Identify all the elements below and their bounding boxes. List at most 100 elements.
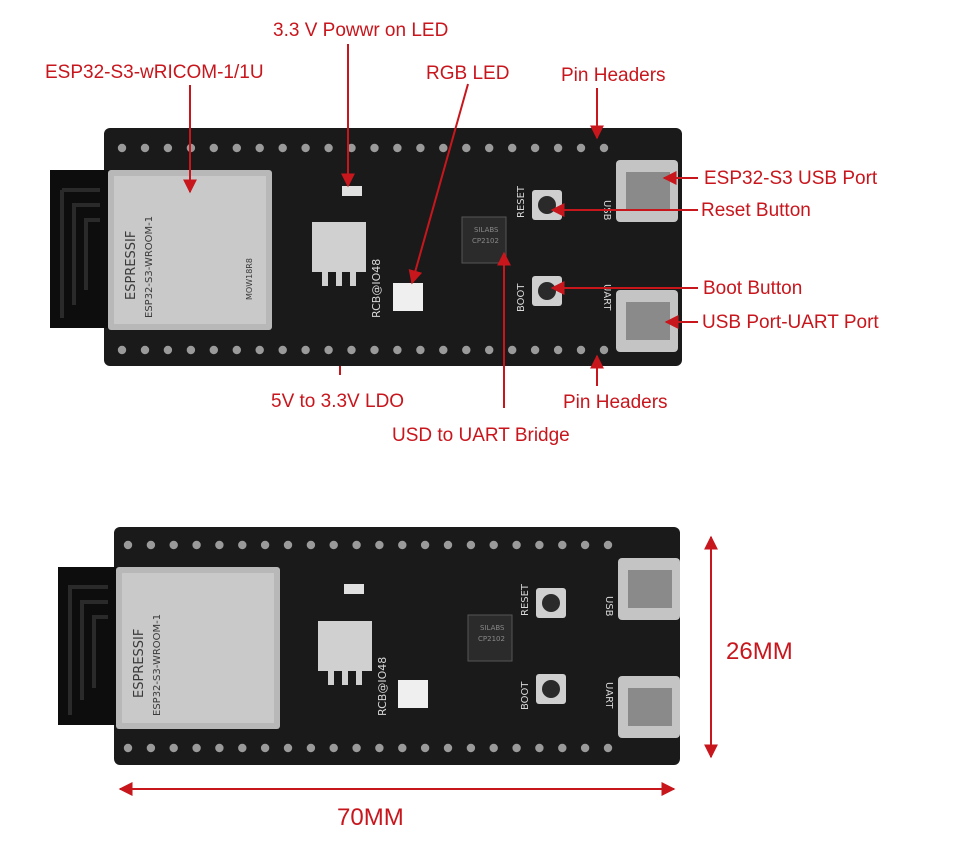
ldo-regulator-top: [312, 222, 366, 272]
header-pin: [283, 540, 293, 550]
header-pin: [576, 345, 586, 355]
header-pin: [558, 540, 567, 550]
usb-silk-text-2: USB: [603, 596, 614, 617]
ldo-regulator-bottom: [318, 621, 372, 671]
header-pin: [375, 540, 384, 550]
header-pin: [370, 143, 379, 153]
header-pin: [117, 143, 127, 153]
header-pin: [553, 345, 563, 355]
module-model-text-2: ESP32-S3-WROOM-1: [152, 614, 163, 716]
label-uart-port: USB Port-UART Port: [702, 312, 879, 333]
header-pin: [439, 345, 448, 355]
header-pin: [260, 540, 270, 550]
rgb-led-bottom: [398, 680, 428, 708]
usb-uart-bridge-chip-bottom: [467, 614, 513, 662]
header-pin: [508, 143, 517, 153]
header-pin: [278, 345, 287, 355]
header-pin: [416, 345, 425, 355]
header-pin: [462, 345, 471, 355]
header-pin: [439, 143, 448, 153]
header-pin: [420, 743, 430, 753]
header-pin: [535, 743, 544, 753]
header-pin: [163, 143, 173, 153]
chip-brand-text-2: SILABS: [480, 624, 505, 632]
header-pin: [580, 743, 590, 753]
header-pin: [443, 540, 453, 550]
header-pin: [352, 743, 361, 753]
header-pin: [260, 743, 270, 753]
header-pin: [489, 540, 498, 550]
header-pin: [462, 143, 471, 153]
header-pin: [301, 143, 310, 153]
header-pin: [255, 143, 264, 153]
header-pin: [140, 345, 150, 355]
header-pin: [306, 743, 316, 753]
header-pin: [512, 540, 521, 550]
header-pin: [324, 143, 333, 153]
label-power-led: 3.3 V Powwr on LED: [273, 20, 449, 41]
header-pin: [352, 540, 361, 550]
header-pin: [553, 143, 563, 153]
header-pin: [393, 345, 402, 355]
header-pin: [140, 143, 150, 153]
header-pin: [508, 345, 517, 355]
header-pin: [535, 540, 544, 550]
pin-header-row-bottom-lower: [123, 743, 613, 753]
header-pin: [443, 743, 453, 753]
header-pin: [398, 540, 407, 550]
header-pin: [186, 345, 196, 355]
header-pin: [398, 743, 407, 753]
header-pin: [416, 143, 425, 153]
header-pin: [192, 540, 201, 550]
antenna-trace-top: [60, 188, 100, 318]
header-pin: [530, 143, 540, 153]
reset-silk-text-2: RESET: [520, 583, 531, 616]
header-pin: [232, 143, 241, 153]
header-pin: [485, 143, 494, 153]
header-pin: [209, 143, 218, 153]
pin-header-row-bottom-upper: [123, 540, 613, 550]
header-pin: [466, 540, 476, 550]
label-reset-button: Reset Button: [701, 200, 811, 221]
chip-model-text-2: CP2102: [478, 635, 505, 643]
module-id-text: MOW18R8: [245, 258, 254, 300]
header-pin: [558, 743, 567, 753]
header-pin: [146, 743, 156, 753]
header-pin: [485, 345, 494, 355]
header-pin: [329, 540, 338, 550]
header-pin: [576, 143, 586, 153]
boot-silk-text: BOOT: [516, 283, 527, 312]
label-pin-headers-top: Pin Headers: [561, 65, 666, 86]
chip-brand-text: SILABS: [474, 226, 499, 234]
header-pin: [238, 743, 247, 753]
power-led-bottom: [344, 584, 364, 594]
header-pin: [117, 345, 127, 355]
uart-silk-text: UART: [601, 284, 612, 311]
reset-silk-text: RESET: [516, 185, 527, 218]
header-pin: [603, 743, 613, 753]
header-pin: [283, 743, 293, 753]
header-pin: [420, 540, 430, 550]
header-pin: [146, 540, 156, 550]
header-pin: [375, 743, 384, 753]
label-rgb-led: RGB LED: [426, 63, 510, 84]
header-pin: [301, 345, 310, 355]
chip-model-text: CP2102: [472, 237, 499, 245]
label-usb-port: ESP32-S3 USB Port: [704, 168, 878, 189]
boot-silk-text-2: BOOT: [520, 681, 531, 710]
header-pin: [393, 143, 402, 153]
header-pin: [489, 743, 498, 753]
header-pin: [255, 345, 264, 355]
header-pin: [238, 540, 247, 550]
label-ldo: 5V to 3.3V LDO: [271, 391, 405, 412]
header-pin: [163, 345, 173, 355]
header-pin: [599, 143, 609, 153]
header-pin: [306, 540, 316, 550]
label-module: ESP32-S3-wRICOM-1/1U: [45, 62, 264, 83]
header-pin: [232, 345, 241, 355]
header-pin: [347, 143, 356, 153]
label-dimension-width: 70MM: [337, 804, 404, 831]
header-pin: [215, 743, 224, 753]
pin-header-row-top-lower: [117, 345, 609, 355]
